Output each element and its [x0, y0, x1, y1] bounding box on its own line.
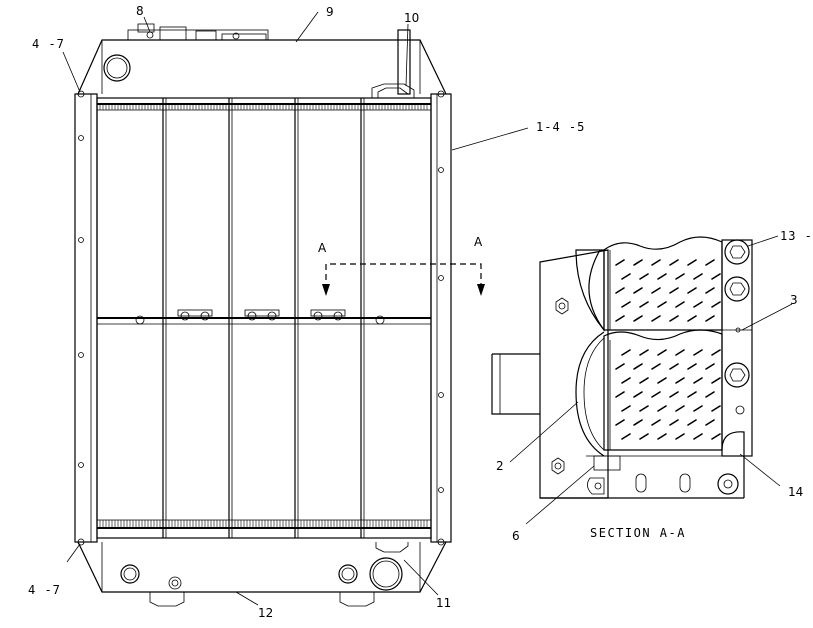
- callout-9: 9: [326, 5, 334, 19]
- leader-lines: [62, 11, 529, 606]
- section-marker-a-right: A: [474, 235, 483, 249]
- callout-12: 12: [258, 606, 273, 620]
- callout-14: 14: [788, 485, 803, 499]
- fin-louvers: [615, 259, 721, 440]
- callout-13-5: 13 -5: [780, 229, 813, 243]
- bottom-tank: [77, 541, 447, 607]
- callout-6: 6: [512, 529, 520, 543]
- section-a-a-detail: 13 -5 3 2 14 6 SECTION A-A: [491, 229, 813, 543]
- callout-8: 8: [136, 4, 144, 18]
- callout-2: 2: [496, 459, 504, 473]
- callout-1-4-5: 1-4 -5: [536, 120, 585, 134]
- callout-10: 10: [404, 11, 419, 25]
- section-a-a-title: SECTION A-A: [590, 526, 686, 540]
- radiator-front-view: 8 9 10 4 -7 1-4 -5 A A 4 -7 12 11: [28, 4, 585, 620]
- core-fin-hatching: [99, 104, 428, 528]
- baffle-clamps: [135, 309, 385, 325]
- section-marker-a-left: A: [318, 241, 327, 255]
- callout-4-7-bottom: 4 -7: [28, 583, 61, 597]
- callout-4-7-top: 4 -7: [32, 37, 65, 51]
- section-cut-line: [322, 263, 485, 296]
- callout-11: 11: [436, 596, 451, 610]
- top-tank: [77, 23, 447, 98]
- radiator-core: [96, 97, 432, 539]
- callout-3: 3: [790, 293, 798, 307]
